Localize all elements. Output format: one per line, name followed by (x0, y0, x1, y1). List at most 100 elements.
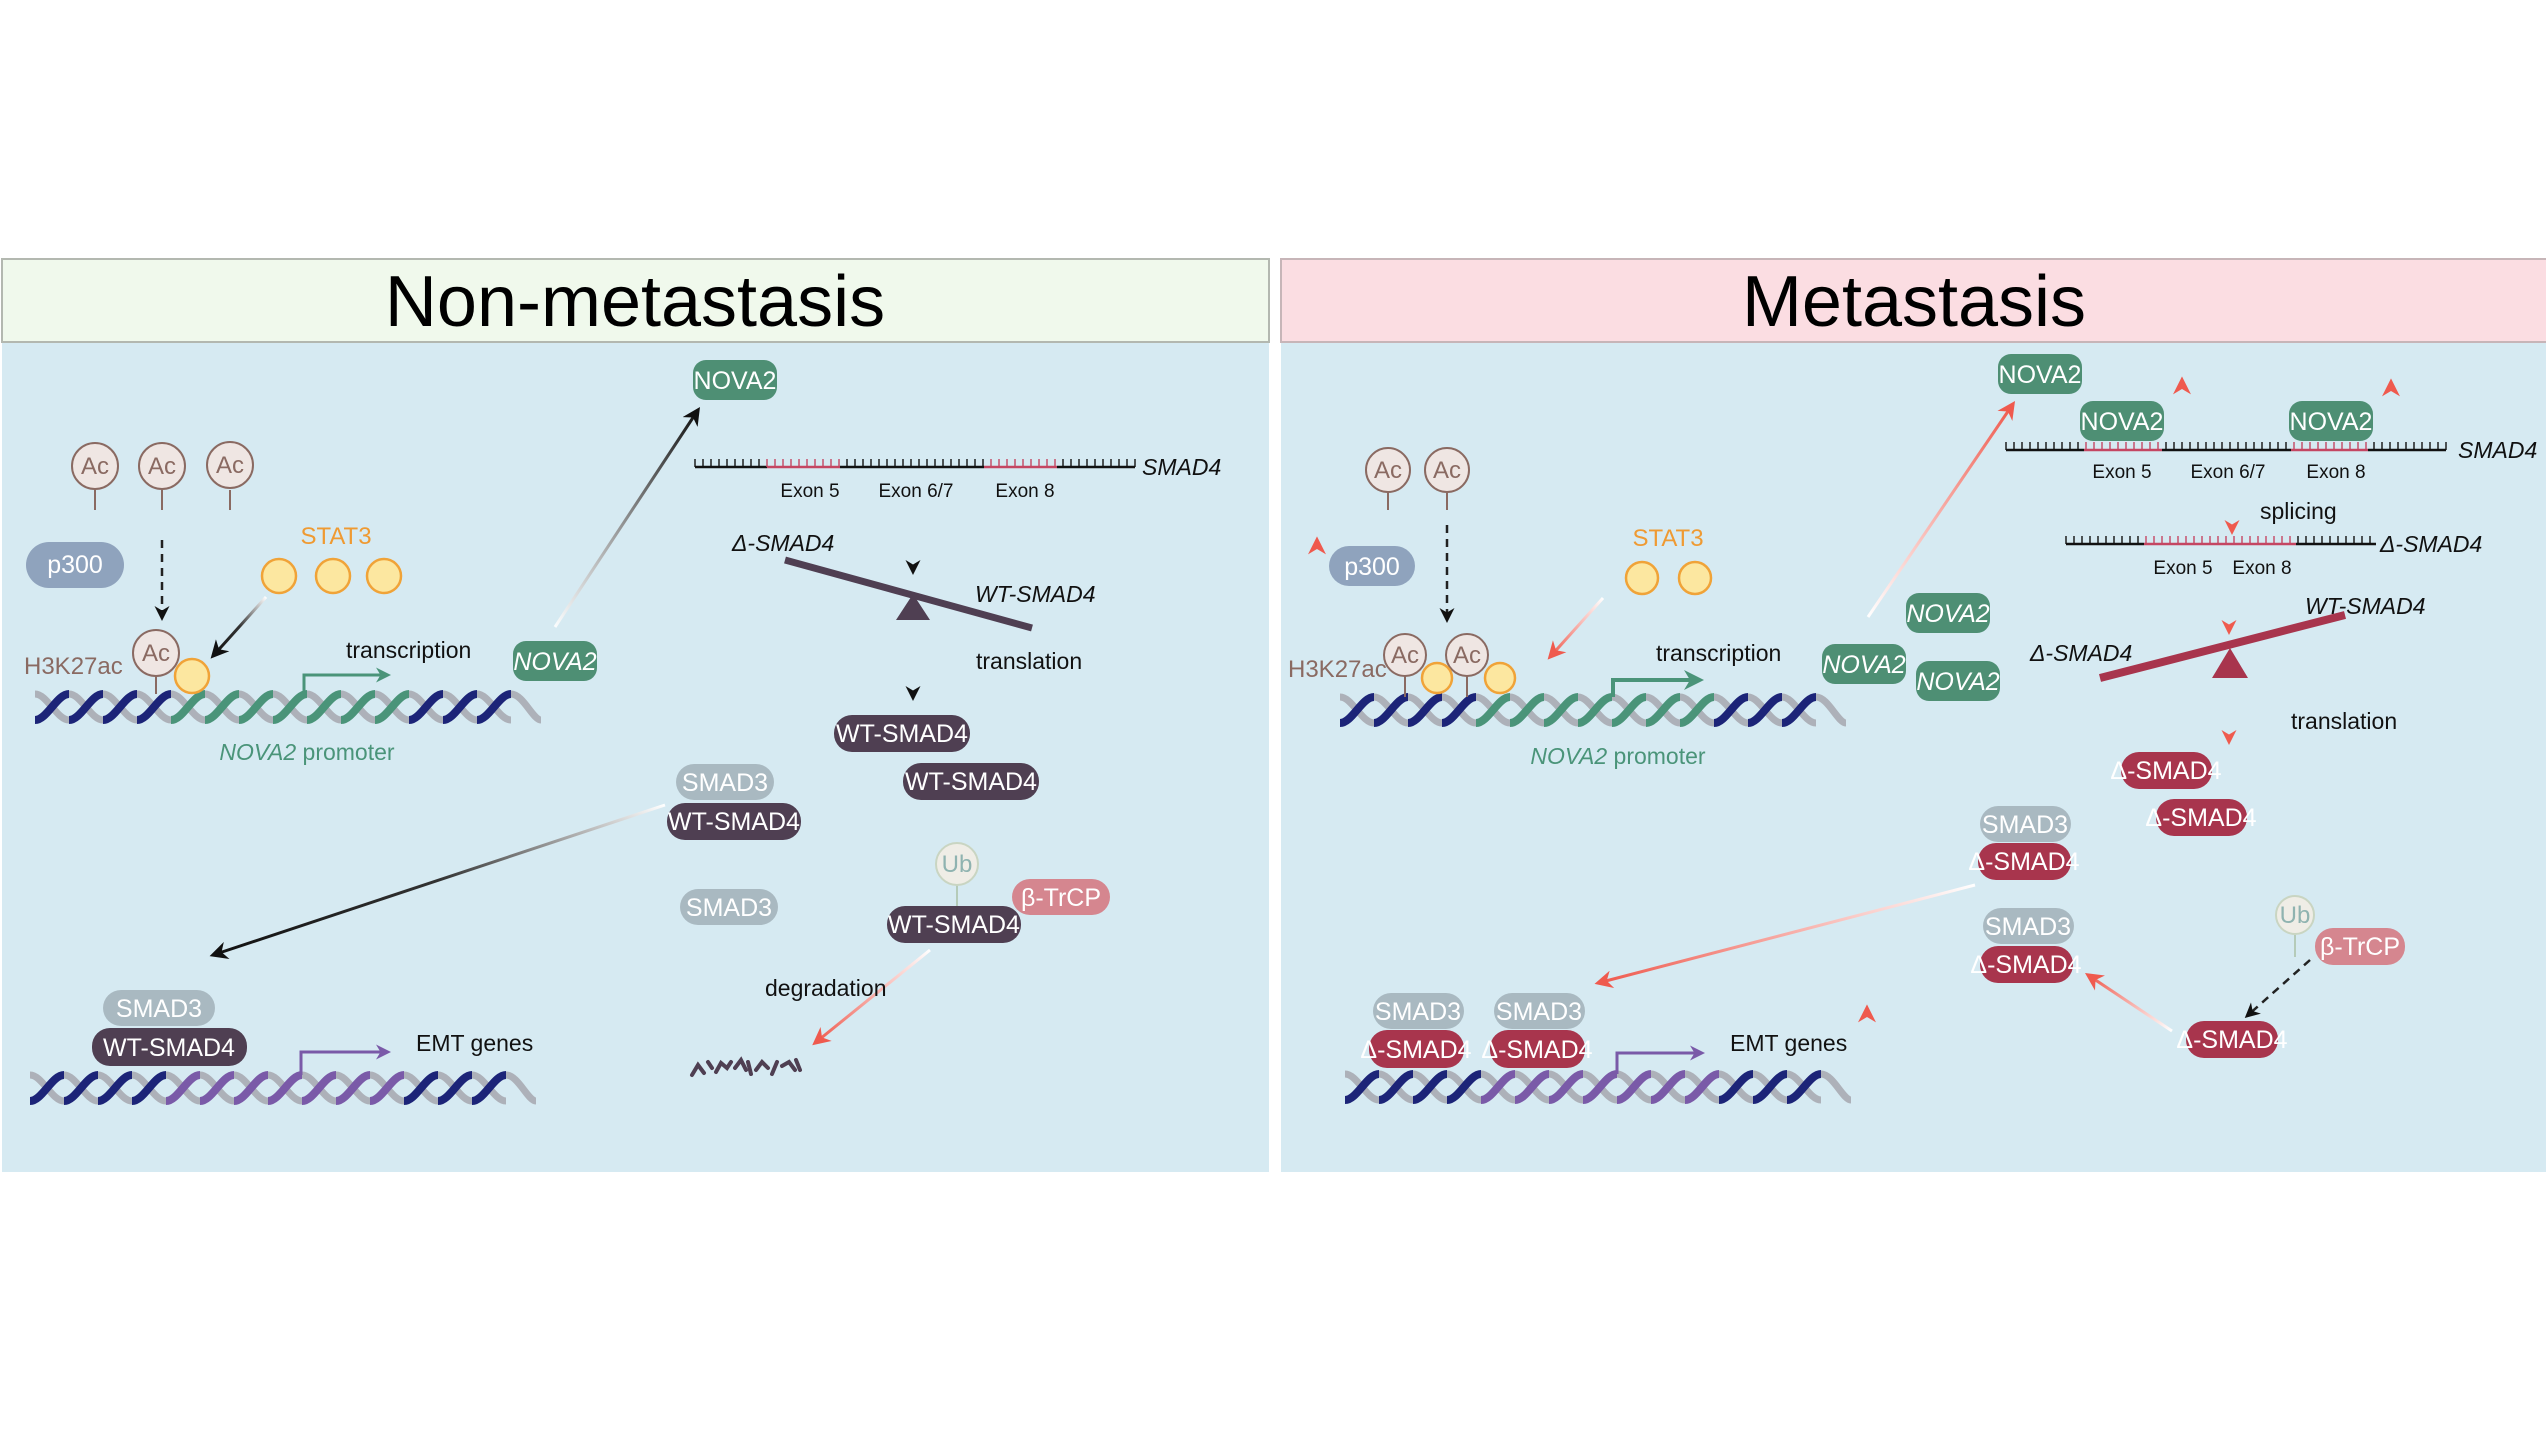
nuclear-translocation-arrow (209, 803, 666, 960)
svg-text:NOVA2: NOVA2 (1906, 600, 1989, 628)
svg-text:NOVA2: NOVA2 (694, 367, 777, 395)
dna-strand (1645, 693, 1681, 727)
emt-genes-dna (1344, 1070, 1853, 1104)
stat3-binding-arrow (1547, 596, 1605, 660)
left-panel-header (1, 258, 1270, 343)
nova2-protein-pill: NOVA2 (693, 360, 777, 400)
dna-strand (1650, 1070, 1686, 1104)
smad4-gene-label: SMAD4 (2458, 437, 2537, 463)
smad3-smad4-complex: SMAD3 Δ-SMAD4 (1970, 908, 2082, 983)
dna-strand (505, 1071, 538, 1105)
dna-strand (340, 690, 376, 724)
stat3-label: STAT3 (1632, 525, 1703, 552)
svg-text:Δ-SMAD4: Δ-SMAD4 (1970, 951, 2081, 979)
dna-strand (1475, 693, 1511, 727)
acetyl-group: Ac (71, 442, 119, 510)
svg-text:Ac: Ac (1433, 457, 1461, 484)
dna-strand (1344, 1070, 1380, 1104)
nova2-mrna-pill: NOVA2 (513, 641, 597, 681)
svg-text:Δ-SMAD4: Δ-SMAD4 (1481, 1036, 1592, 1064)
h3k27ac-label: H3K27ac (1288, 656, 1387, 683)
dna-strand (1548, 1070, 1584, 1104)
acetyl-group: Ac (1424, 447, 1470, 510)
svg-text:NOVA2: NOVA2 (513, 648, 596, 676)
isoform-balance (2099, 611, 2346, 682)
dna-strand (131, 1071, 167, 1105)
stat3-circle (1677, 560, 1713, 596)
acetyl-group: Ac (138, 442, 186, 510)
svg-text:SMAD3: SMAD3 (116, 995, 202, 1023)
dna-strand (1577, 693, 1613, 727)
svg-text:Ub: Ub (2280, 902, 2311, 929)
svg-text:Ub: Ub (942, 851, 973, 878)
dna-strand (1713, 693, 1749, 727)
svg-text:Δ-SMAD4: Δ-SMAD4 (2176, 1026, 2287, 1054)
translation-arrow-nova2 (553, 406, 700, 628)
translation-arrow-nova2 (1866, 401, 2016, 618)
svg-text:WT-SMAD4: WT-SMAD4 (836, 720, 968, 748)
wt-smad4-pill: WT-SMAD4 (903, 763, 1039, 800)
emt-transcription-arrow (299, 1044, 391, 1075)
svg-text:Ac: Ac (1391, 642, 1419, 669)
dna-strand (306, 690, 342, 724)
transcription-start-arrow (1611, 670, 1704, 697)
right-panel-title: Metastasis (1742, 262, 2086, 342)
svg-text:NOVA2: NOVA2 (1822, 651, 1905, 679)
isoform-balance (784, 556, 1033, 632)
stat3-label: STAT3 (300, 523, 371, 550)
bound-acetyl: Ac (1445, 633, 1489, 677)
svg-text:Δ-SMAD4: Δ-SMAD4 (2110, 757, 2221, 785)
stat3-circle (314, 557, 352, 595)
svg-text:Ac: Ac (1453, 642, 1481, 669)
nova2-promoter-dna (34, 690, 543, 724)
emt-complex: SMAD3 Δ-SMAD4 (1481, 993, 1593, 1068)
dna-strand (1752, 1070, 1788, 1104)
dna-strand (233, 1071, 269, 1105)
dna-strand (442, 690, 478, 724)
svg-text:NOVA2: NOVA2 (1999, 361, 2082, 389)
dna-strand (369, 1071, 405, 1105)
degraded-fragments-icon (690, 1056, 802, 1077)
stat3-circle (365, 557, 403, 595)
h3k27ac-label: H3K27ac (24, 653, 123, 680)
svg-text:WT-SMAD4: WT-SMAD4 (905, 768, 1037, 796)
dna-strand (1412, 1070, 1448, 1104)
balance-label-wt: WT-SMAD4 (975, 581, 1096, 607)
svg-text:Ac: Ac (216, 452, 244, 479)
dna-strand (476, 690, 512, 724)
dna-strand (374, 690, 410, 724)
svg-text:WT-SMAD4: WT-SMAD4 (668, 808, 800, 836)
delta-smad4-pill: Δ-SMAD4 (2110, 752, 2222, 789)
dna-strand (97, 1071, 133, 1105)
svg-text:SMAD3: SMAD3 (1982, 811, 2068, 839)
dna-strand (1582, 1070, 1618, 1104)
acetyl-group: Ac (1365, 447, 1411, 510)
nova2-mrna-pill: NOVA2 (1916, 661, 2000, 701)
balance-label-delta: Δ-SMAD4 (731, 530, 834, 556)
dna-strand (170, 690, 206, 724)
emt-genes-label: EMT genes (1730, 1030, 1847, 1056)
exon-label: Exon 8 (995, 481, 1054, 502)
smad4-gene (2005, 442, 2447, 452)
svg-text:Δ-SMAD4: Δ-SMAD4 (2145, 804, 2256, 832)
exon-label: Exon 5 (2092, 462, 2151, 483)
dna-strand (1616, 1070, 1652, 1104)
dna-strand (102, 690, 138, 724)
svg-text:SMAD3: SMAD3 (1496, 998, 1582, 1026)
smad4-gene (694, 459, 1136, 469)
dna-strand (1781, 693, 1817, 727)
svg-text:Δ-SMAD4: Δ-SMAD4 (1968, 848, 2079, 876)
dna-strand (1339, 693, 1375, 727)
svg-text:p300: p300 (1344, 553, 1400, 581)
exon-label: Exon 6/7 (879, 481, 954, 502)
dna-strand (204, 690, 240, 724)
dna-strand (1441, 693, 1477, 727)
smad4-gene-label: SMAD4 (1142, 454, 1221, 480)
dna-strand (63, 1071, 99, 1105)
svg-text:β-TrCP: β-TrCP (1021, 884, 1101, 912)
dna-strand (34, 690, 70, 724)
nova2-promoter-dna (1339, 693, 1848, 727)
svg-text:SMAD3: SMAD3 (1375, 998, 1461, 1026)
svg-text:NOVA2: NOVA2 (2290, 408, 2373, 436)
